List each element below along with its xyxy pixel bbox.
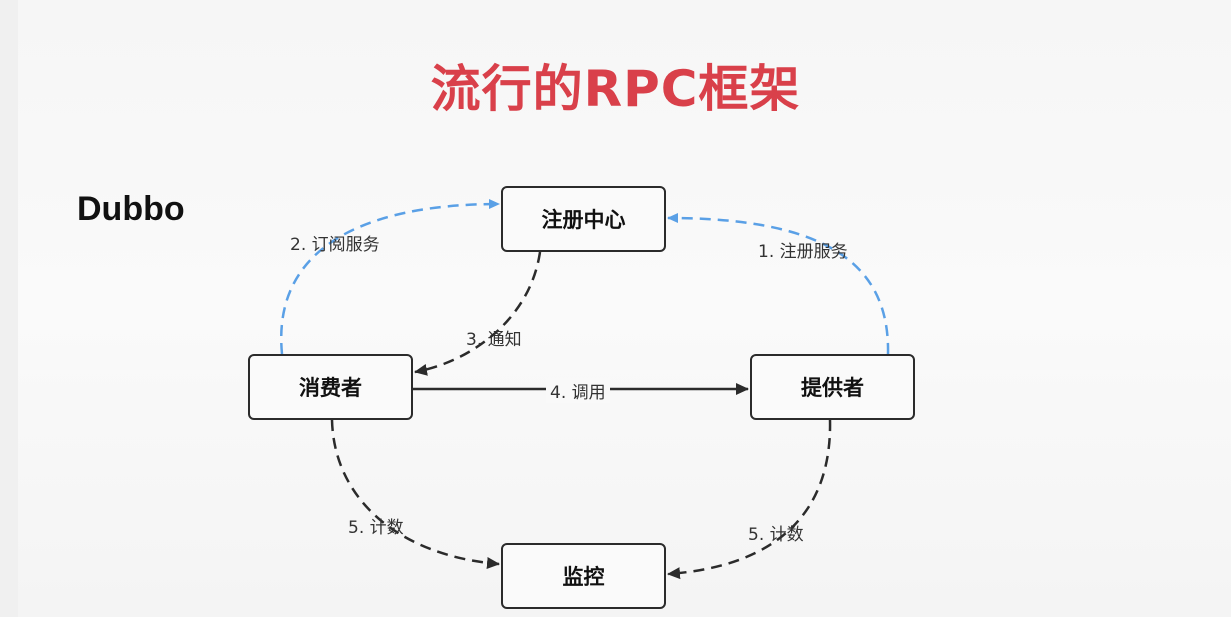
node-consumer: 消费者	[248, 354, 413, 420]
node-consumer-label: 消费者	[299, 376, 362, 400]
edge-subscribe	[279, 199, 500, 355]
edge-label-subscribe: 2. 订阅服务	[290, 235, 380, 255]
edge-label-count-provider: 5. 计数	[748, 525, 804, 545]
edge-count-provider	[667, 419, 832, 580]
edge-label-notify: 3. 通知	[466, 330, 522, 350]
edge-count-consumer	[330, 419, 500, 570]
framework-name: Dubbo	[77, 190, 185, 228]
window-edge	[0, 0, 18, 617]
edge-label-invoke: 4. 调用	[546, 378, 610, 403]
edge-notify	[414, 251, 542, 376]
node-provider: 提供者	[750, 354, 915, 420]
node-registry: 注册中心	[501, 186, 666, 252]
edge-label-register: 1. 注册服务	[758, 242, 848, 262]
page-title: 流行的RPC框架	[430, 60, 801, 118]
node-monitor: 监控	[501, 543, 666, 609]
edge-label-count-consumer: 5. 计数	[348, 518, 404, 538]
edge-register	[667, 213, 890, 355]
node-provider-label: 提供者	[801, 376, 864, 400]
node-registry-label: 注册中心	[541, 208, 626, 232]
node-monitor-label: 监控	[562, 565, 605, 589]
